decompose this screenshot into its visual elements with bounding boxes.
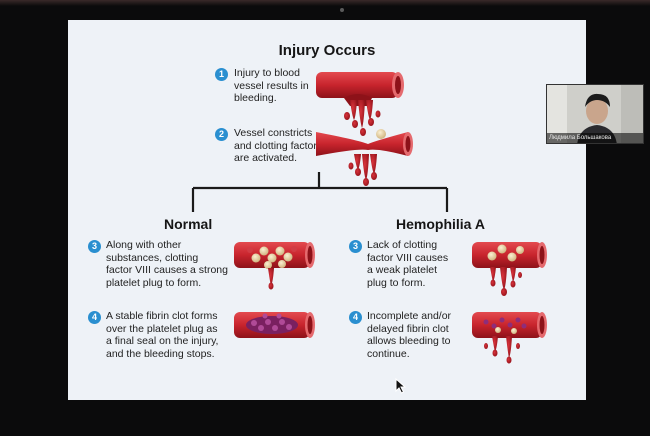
vessel-injury-illustration — [316, 72, 404, 136]
branch-lines — [191, 172, 449, 212]
vessel-constriction-illustration — [316, 129, 413, 186]
slide-title: Injury Occurs — [278, 42, 376, 59]
hemophilia-step-3-line: a weak platelet — [367, 264, 438, 276]
hemophilia-heading: Hemophilia A — [396, 216, 485, 232]
participant-video-tile[interactable]: Людмила Большакова — [546, 84, 644, 144]
step-1-line: bleeding. — [234, 92, 277, 104]
normal-platelet-plug-illustration — [234, 242, 315, 290]
window-top-edge — [0, 0, 650, 6]
hemophilia-step-4-line: Incomplete and/or — [367, 310, 452, 322]
normal-step-3-line: substances, clotting — [106, 251, 199, 264]
step-2-line: and clotting factors — [234, 139, 323, 152]
normal-step-3-line: Along with other — [106, 239, 182, 251]
normal-step-3-badge: 3 — [88, 240, 101, 253]
hemophilia-incomplete-clot-illustration — [472, 312, 547, 364]
normal-heading: Normal — [164, 216, 213, 232]
step-1-line: Injury to blood — [234, 67, 300, 79]
hemophilia-step-3-line: factor VIII causes — [367, 251, 449, 264]
hemophilia-weak-plug-illustration — [472, 242, 547, 296]
normal-step-4-line: A stable fibrin clot forms — [106, 310, 218, 322]
normal-step-4-line: and the bleeding stops. — [106, 347, 215, 360]
step-2-badge: 2 — [215, 128, 228, 141]
hemophilia-step-3-badge: 3 — [349, 240, 362, 253]
hemophilia-step-4-line: delayed fibrin clot — [367, 322, 449, 335]
normal-fibrin-clot-illustration — [234, 312, 315, 338]
hemophilia-step-4-line: allows bleeding to — [367, 335, 451, 347]
normal-step-4-line: a final seal on the injury, — [106, 335, 219, 347]
step-1-line: vessel results in — [234, 79, 309, 92]
hemophilia-step-3-line: Lack of clotting — [367, 239, 438, 251]
step-1-text: Injury to blood vessel results in bleedi… — [234, 67, 309, 105]
step-2-line: are activated. — [234, 152, 298, 164]
normal-step-4-badge: 4 — [88, 311, 101, 324]
normal-step-3-line: factor VIII causes a strong — [106, 264, 228, 276]
hemophilia-step-4-badge: 4 — [349, 311, 362, 324]
step-2-line: Vessel constricts — [234, 127, 313, 139]
normal-step-4-text: A stable fibrin clot forms over the plat… — [106, 310, 218, 360]
hemophilia-step-4-text: Incomplete and/or delayed fibrin clot al… — [367, 310, 451, 360]
participant-name-label: Людмила Большакова — [547, 133, 643, 143]
step-2-text: Vessel constricts and clotting factors a… — [234, 127, 322, 165]
presentation-slide: Injury Occurs 1 Injury to blood vessel r… — [68, 20, 586, 400]
slide-illustrations — [191, 72, 547, 364]
normal-step-3-text: Along with other substances, clotting fa… — [106, 239, 228, 289]
step-1-badge: 1 — [215, 68, 228, 81]
hemophilia-step-3-text: Lack of clotting factor VIII causes a we… — [367, 239, 448, 289]
camera-indicator-icon — [340, 8, 344, 12]
mouse-cursor-icon — [395, 378, 407, 394]
hemophilia-step-3-line: plug to form. — [367, 276, 426, 289]
normal-step-4-line: over the platelet plug as — [106, 322, 218, 335]
hemophilia-step-4-line: continue. — [367, 347, 410, 360]
normal-step-3-line: platelet plug to form. — [106, 276, 202, 289]
